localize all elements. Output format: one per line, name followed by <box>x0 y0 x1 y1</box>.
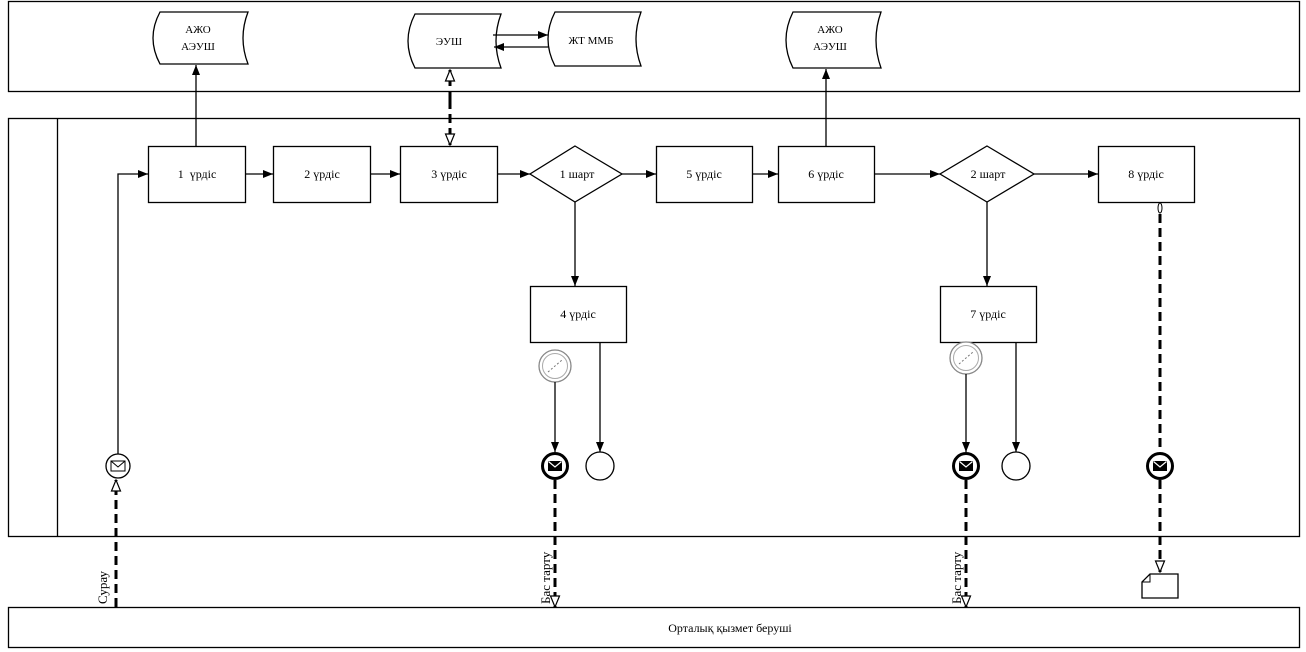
step-4-label: 4 үрдiс <box>560 307 596 321</box>
step-6: 6 үрдiс <box>777 145 876 204</box>
dashed-mark-icon <box>547 359 563 373</box>
end-event-2 <box>1001 451 1031 481</box>
step-5: 5 үрдiс <box>655 145 754 204</box>
step-3: 3 үрдiс <box>399 145 499 204</box>
refusal-1-label: Бас тарту <box>538 551 553 604</box>
flow-start-to-step-1 <box>117 170 148 454</box>
data-store-4-line-2: АЭУШ <box>813 41 847 53</box>
end-message-event-1 <box>541 452 569 480</box>
step-3-label: 3 үрдiс <box>431 167 467 181</box>
data-store-4-line-1: АЖО <box>817 24 843 36</box>
intermediate-event-1 <box>538 349 572 383</box>
data-store-4: АЖО АЭУШ <box>785 11 882 69</box>
data-store-3: ЖТ ММБ <box>547 11 642 67</box>
step-8: 8 үрдiс <box>1097 145 1196 204</box>
end-event-1 <box>585 451 615 481</box>
data-store-3-label: ЖТ ММБ <box>568 35 613 47</box>
end-message-event-3 <box>1146 452 1174 480</box>
dashed-mark-icon <box>958 351 974 365</box>
service-provider-pool <box>7 606 1301 649</box>
data-store-2: ЭУШ <box>407 13 502 69</box>
step-1-label: 1 үрдiс <box>178 167 217 181</box>
step-6-label: 6 үрдiс <box>808 167 844 181</box>
envelope-icon <box>959 461 973 471</box>
data-store-1-line-2: АЭУШ <box>181 41 215 53</box>
data-store-1: АЖО АЭУШ <box>152 11 249 65</box>
envelope-icon <box>1153 461 1167 471</box>
start-message-event <box>105 453 131 479</box>
service-provider-label: Орталық қызмет берушi <box>668 621 792 635</box>
condition-1-label: 1 шарт <box>560 167 595 181</box>
intermediate-event-2 <box>949 341 983 375</box>
step-5-label: 5 үрдiс <box>686 167 722 181</box>
step-2-label: 2 үрдiс <box>304 167 340 181</box>
refusal-2-label: Бас тарту <box>949 551 964 604</box>
step-8-label: 8 үрдiс <box>1128 167 1164 181</box>
association-loop <box>1157 202 1163 214</box>
envelope-icon <box>110 460 126 472</box>
envelope-icon <box>548 461 562 471</box>
data-store-1-line-1: АЖО <box>185 24 211 36</box>
step-1: 1 үрдiс <box>147 145 247 204</box>
condition-2-label: 2 шарт <box>971 167 1006 181</box>
step-7-label: 7 үрдiс <box>970 307 1006 321</box>
request-label: Сурау <box>95 571 110 604</box>
data-store-2-label: ЭУШ <box>436 36 462 48</box>
step-7: 7 үрдiс <box>939 285 1038 344</box>
step-4: 4 үрдiс <box>529 285 628 344</box>
document-icon <box>1141 573 1179 599</box>
end-message-event-2 <box>952 452 980 480</box>
step-2: 2 үрдiс <box>272 145 372 204</box>
